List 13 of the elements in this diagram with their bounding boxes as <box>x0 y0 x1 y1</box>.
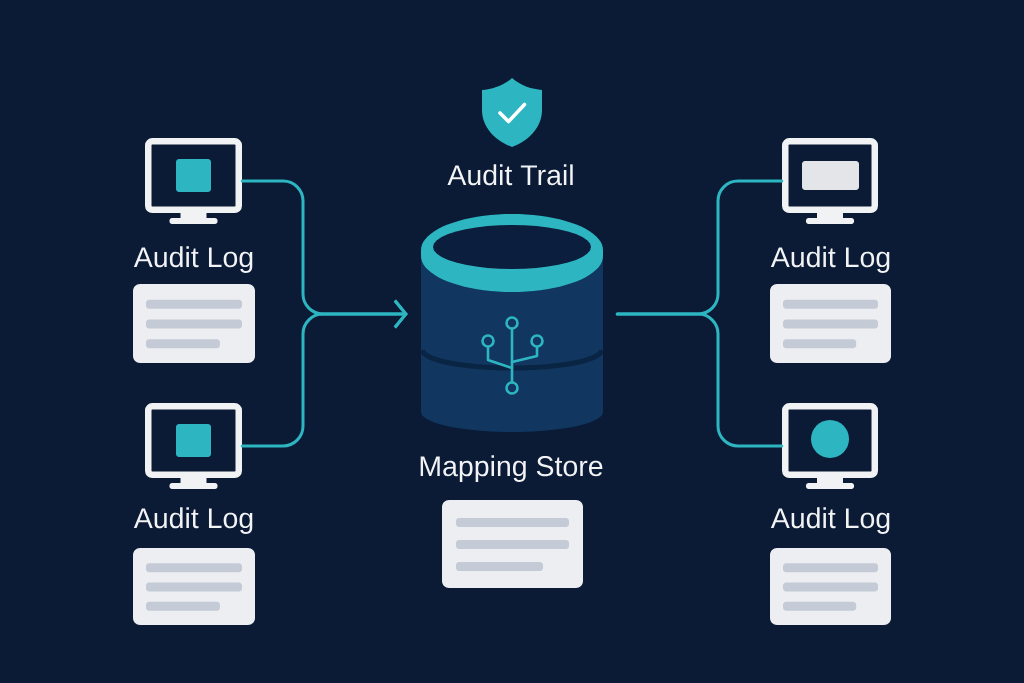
label: Audit Log <box>133 246 253 273</box>
label: Audit Log <box>133 507 253 534</box>
monitor-icon <box>782 403 878 489</box>
label: Audit Trail <box>447 164 573 186</box>
label: Audit Log <box>770 246 890 273</box>
connector <box>240 299 408 448</box>
label: Audit Log <box>770 507 890 534</box>
monitor-icon <box>782 138 878 224</box>
connector <box>615 312 784 448</box>
monitor-icon <box>145 138 242 224</box>
monitor-icon <box>145 403 242 489</box>
label: Mapping Store <box>420 455 603 482</box>
database-cylinder <box>420 214 604 432</box>
